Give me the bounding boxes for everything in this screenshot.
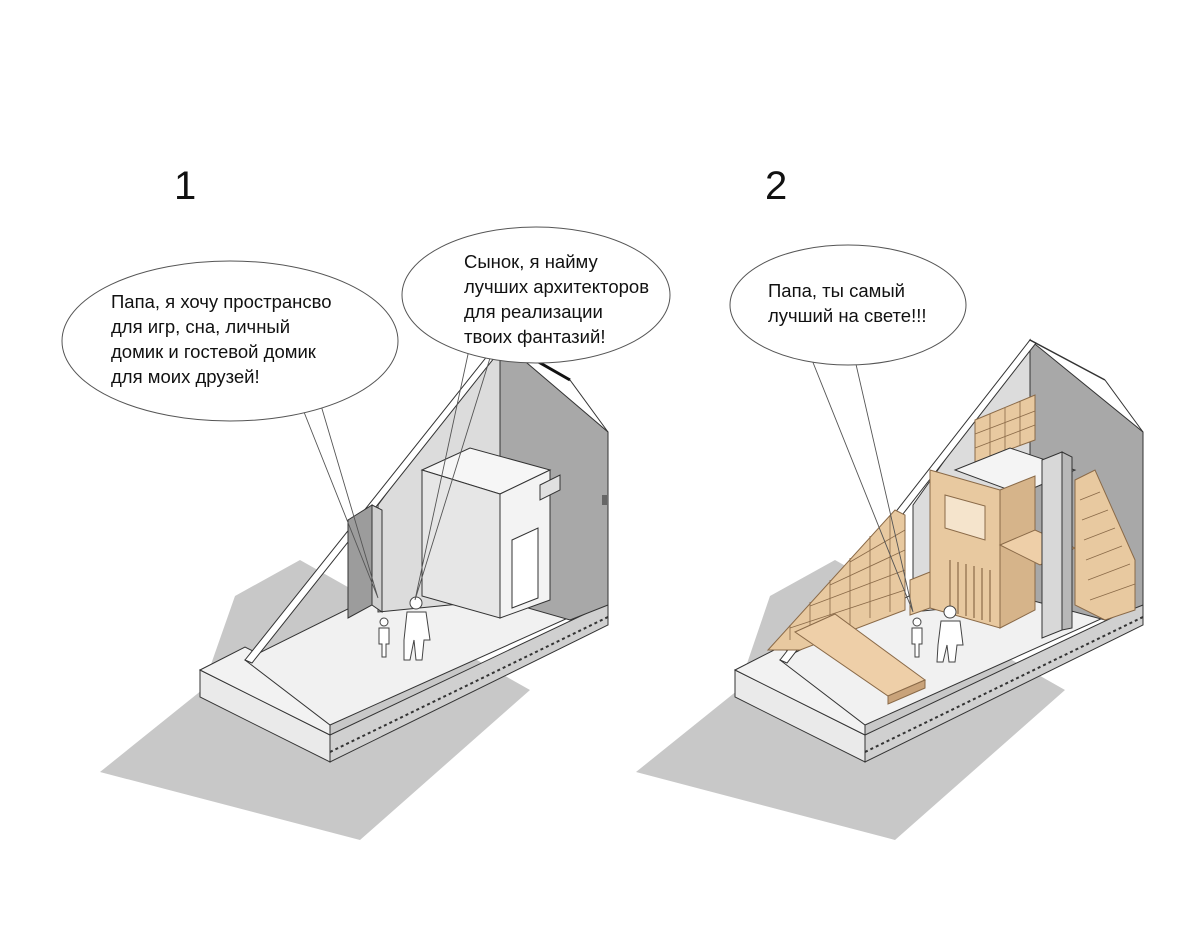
panel-2-house-window-upper: [944, 494, 986, 541]
bubble-line: Папа, ты самый: [768, 280, 905, 301]
panel-2-shelving-grid: [789, 516, 906, 640]
panel-1-child-figure: [378, 617, 390, 658]
panel-1: 1: [61, 164, 671, 840]
panel-1-cube-left: [421, 469, 501, 619]
panel-2-child-figure: [911, 617, 923, 658]
panel-2-staircase: [1074, 469, 1136, 621]
panel-2-bench-front: [887, 679, 926, 705]
bubble-line: Папа, я хочу пространсво: [111, 291, 332, 312]
panel-2-number: 2: [765, 164, 787, 208]
panel-1-left-pillar: [347, 504, 373, 619]
panel-1-floor-slab-side: [329, 602, 609, 763]
panel-2-upper-cubby-grid: [974, 401, 1036, 456]
panel-1-number: 1: [174, 164, 196, 208]
panel-2-gable-edge: [1104, 379, 1144, 433]
bubble-line: лучших архитекторов: [464, 276, 649, 297]
panel-1-speech-bubble-child: Папа, я хочу пространсво для игр, сна, л…: [61, 260, 399, 599]
svg-text:Папа, я хочу пространсво: Папа, я хочу пространсво для игр, сна, л…: [111, 291, 337, 387]
panel-2-ridge: [1029, 339, 1106, 381]
panel-1-gable-edge: [569, 379, 609, 433]
bubble-line: домик и гостевой домик: [111, 341, 317, 362]
bubble-line: для моих друзей!: [111, 366, 260, 387]
svg-text:Сынок, я найму лучших: Сынок, я найму лучших архитекторов для р…: [464, 251, 654, 347]
panel-2-small-steps: [909, 571, 931, 616]
panel-2-grey-column-face: [1061, 451, 1073, 631]
panel-2-staircase-steps: [1079, 491, 1136, 601]
bubble-line: для реализации: [464, 301, 603, 322]
bubble-line: лучший на свете!!!: [768, 305, 927, 326]
panel-2-slanted-shelving: [766, 509, 906, 651]
panel-1-cube-door: [511, 527, 539, 609]
panel-1-speech-bubble-father: Сынок, я найму лучших архитекторов для р…: [401, 226, 671, 601]
panel-2-grey-column: [1041, 451, 1063, 639]
panel-2-floor-slab-side: [864, 602, 1144, 763]
panel-2-house-slats: [949, 560, 991, 622]
panel-2-adult-figure: [936, 605, 964, 663]
panel-2: 2: [636, 164, 1144, 840]
panel-1-wall-vent: [602, 495, 607, 505]
panel-1-adult-figure: [403, 596, 431, 661]
bubble-line: для игр, сна, личный: [111, 316, 290, 337]
panel-1-cube-step: [539, 474, 561, 501]
panel-2-speech-bubble-child: Папа, ты самый лучший на свете!!!: [729, 244, 967, 613]
bubble-line: твоих фантазий!: [464, 326, 605, 347]
bubble-line: Сынок, я найму: [464, 251, 598, 272]
svg-text:Папа, ты самый лучший: Папа, ты самый лучший на свете!!!: [768, 280, 927, 326]
